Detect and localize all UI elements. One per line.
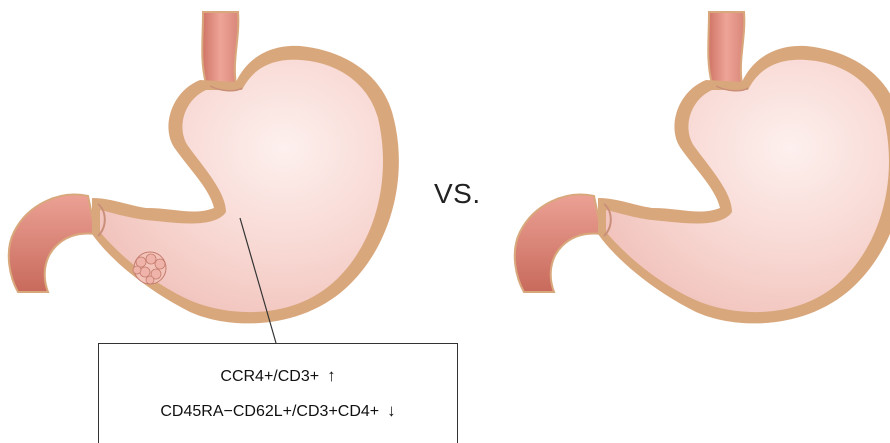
up-arrow-icon: ↑ [327, 366, 336, 385]
tumor-nodule [133, 252, 166, 284]
marker-line-cd45ra: CD45RA−CD62L+/CD3+CD4+ ↓ [99, 401, 457, 421]
marker-line-ccr4: CCR4+/CD3+ ↑ [99, 366, 457, 386]
marker-text: CD45RA−CD62L+/CD3+CD4+ [160, 403, 379, 420]
vs-label: VS. [434, 178, 481, 210]
marker-callout-box: CCR4+/CD3+ ↑ CD45RA−CD62L+/CD3+CD4+ ↓ [98, 343, 458, 443]
marker-text: CCR4+/CD3+ [220, 368, 319, 385]
normal-stomach [515, 12, 890, 323]
stomach-with-tumor [9, 12, 399, 343]
down-arrow-icon: ↓ [387, 401, 396, 420]
